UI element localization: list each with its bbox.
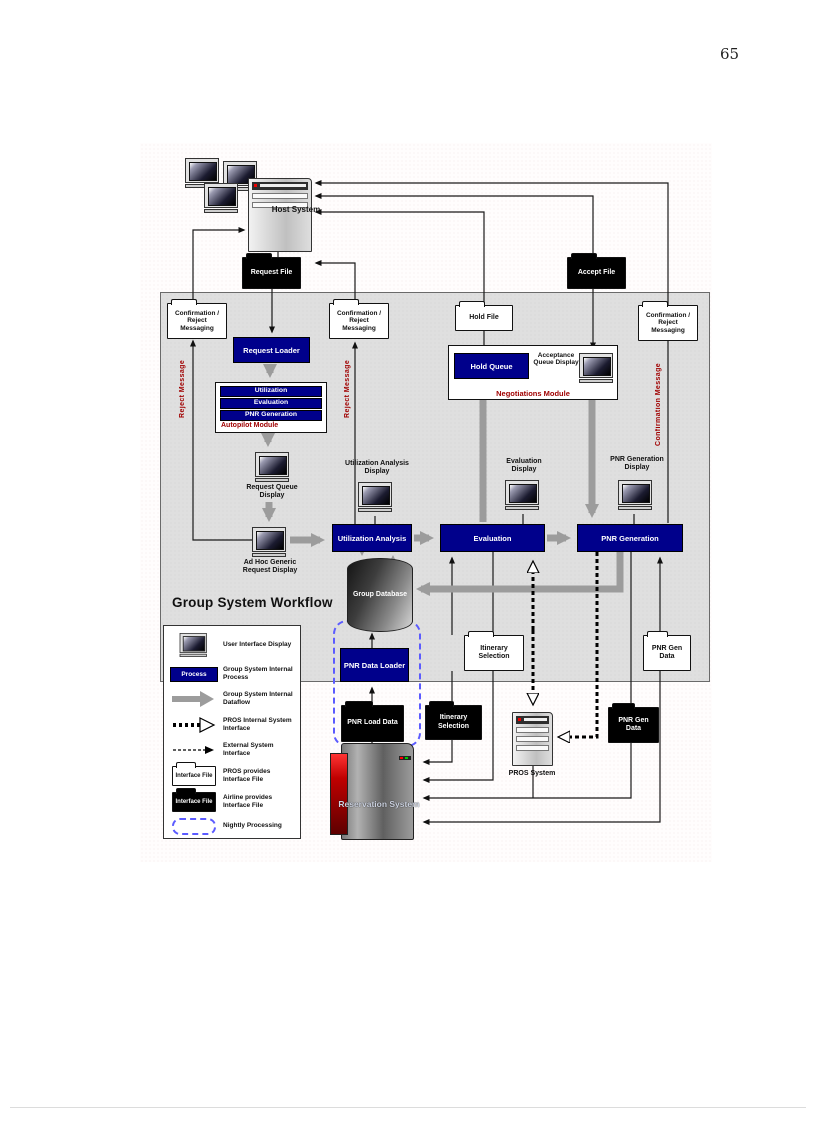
itinerary-selection-folder-black: Itinerary Selection <box>425 701 482 740</box>
evaluation-display-icon <box>505 480 541 510</box>
acceptance-queue-display-icon <box>579 353 615 383</box>
autopilot-module-label: Autopilot Module <box>221 422 279 429</box>
group-database-cylinder: Group Database <box>347 558 413 632</box>
pros-system-server <box>512 712 553 766</box>
pnr-gen-data-folder-black: PNR Gen Data <box>608 703 659 743</box>
negotiations-module-box: Hold Queue Acceptance Queue Display Nego… <box>448 345 618 400</box>
pnr-generation-display-icon <box>618 480 654 510</box>
process-box-icon: Process <box>170 666 218 682</box>
white-folder-icon: Interface File <box>172 762 216 786</box>
adhoc-display-label: Ad Hoc Generic Request Display <box>242 559 298 575</box>
gray-arrow-icon <box>172 691 214 707</box>
autopilot-step-utilization: Utilization <box>220 386 322 397</box>
autopilot-step-evaluation: Evaluation <box>220 398 322 409</box>
request-file-folder: Request File <box>242 253 301 289</box>
reject-message-label-left: Reject Message <box>179 359 186 419</box>
confirmation-reject-folder-left: Confirmation / Reject Messaging <box>167 299 227 339</box>
request-loader-box: Request Loader <box>233 337 310 363</box>
autopilot-module-box: Utilization Evaluation PNR Generation Au… <box>215 382 327 433</box>
negotiations-module-label: Negotiations Module <box>496 389 570 398</box>
confirmation-message-label: Confirmation Message <box>655 362 662 446</box>
dashed-box-icon <box>172 818 216 835</box>
acceptance-queue-display-label: Acceptance Queue Display <box>533 352 579 367</box>
utilization-analysis-box: Utilization Analysis <box>332 524 412 552</box>
pnr-generation-box: PNR Generation <box>577 524 683 552</box>
evaluation-box: Evaluation <box>440 524 545 552</box>
legend-label: Group System Internal Dataflow <box>223 690 293 706</box>
legend-row-process: Process Group System Internal Process <box>169 666 297 682</box>
autopilot-step-pnr-generation: PNR Generation <box>220 410 322 421</box>
legend-label: Airline provides Interface File <box>223 793 273 809</box>
legend-row-pros-file: Interface File PROS provides Interface F… <box>169 762 297 786</box>
confirmation-reject-folder-middle: Confirmation / Reject Messaging <box>329 299 389 339</box>
host-workstations <box>185 158 265 222</box>
dotted-arrow-icon <box>173 717 216 733</box>
pnr-gen-data-folder-white: PNR Gen Data <box>643 631 691 671</box>
thin-arrow-icon <box>173 746 214 755</box>
legend-row-external-interface: External System Interface <box>169 742 297 758</box>
legend-row-user-interface: User Interface Display <box>169 630 297 660</box>
legend-label: External System Interface <box>223 742 274 758</box>
workstation-icon <box>204 183 240 213</box>
request-queue-display-label: Request Queue Display <box>246 484 298 500</box>
accept-file-folder: Accept File <box>567 253 626 289</box>
hold-file-folder: Hold File <box>455 301 513 331</box>
legend-row-airline-file: Interface File Airline provides Interfac… <box>169 788 297 812</box>
confirmation-reject-folder-right: Confirmation / Reject Messaging <box>638 301 698 341</box>
reservation-server-red-panel <box>330 753 348 835</box>
reservation-server-leds <box>399 756 411 760</box>
pnr-data-loader-box: PNR Data Loader <box>340 648 409 682</box>
reservation-system-server: Reservation System <box>330 743 420 840</box>
itinerary-selection-folder-white: Itinerary Selection <box>464 631 524 671</box>
legend-label: PROS provides Interface File <box>223 767 271 783</box>
hold-queue-box: Hold Queue <box>454 353 529 379</box>
legend-label: Group System Internal Process <box>223 666 293 682</box>
request-queue-display-icon <box>255 452 291 482</box>
page-footer-rule <box>10 1107 806 1108</box>
reservation-system-label: Reservation System <box>338 799 420 809</box>
reject-message-label-middle: Reject Message <box>344 359 351 419</box>
pnr-generation-display-label: PNR Generation Display <box>610 456 664 472</box>
evaluation-display-label: Evaluation Display <box>506 458 542 474</box>
legend-label: PROS Internal System Interface <box>223 716 292 732</box>
legend-row-internal-dataflow: Group System Internal Dataflow <box>169 690 297 708</box>
page-number: 65 <box>720 45 740 63</box>
legend-label: User Interface Display <box>223 640 292 648</box>
utilization-analysis-display-icon <box>358 482 394 512</box>
diagram-title: Group System Workflow <box>172 595 333 610</box>
pros-system-label: PROS System <box>508 770 556 777</box>
legend-row-nightly: Nightly Processing <box>169 818 297 835</box>
monitor-icon <box>179 633 209 657</box>
host-system-label: Host System <box>271 205 321 214</box>
adhoc-display-icon <box>252 527 288 557</box>
host-server-icon <box>248 178 312 252</box>
workflow-diagram: Host System Request File Accept File Con… <box>140 143 712 862</box>
legend-box: User Interface Display Process Group Sys… <box>163 625 301 839</box>
legend-row-pros-interface: PROS Internal System Interface <box>169 716 297 734</box>
utilization-analysis-display-label: Utilization Analysis Display <box>345 460 409 476</box>
pnr-load-data-folder: PNR Load Data <box>341 701 404 742</box>
legend-label: Nightly Processing <box>223 822 282 830</box>
black-folder-icon: Interface File <box>172 788 216 812</box>
workstation-icon <box>185 158 221 188</box>
